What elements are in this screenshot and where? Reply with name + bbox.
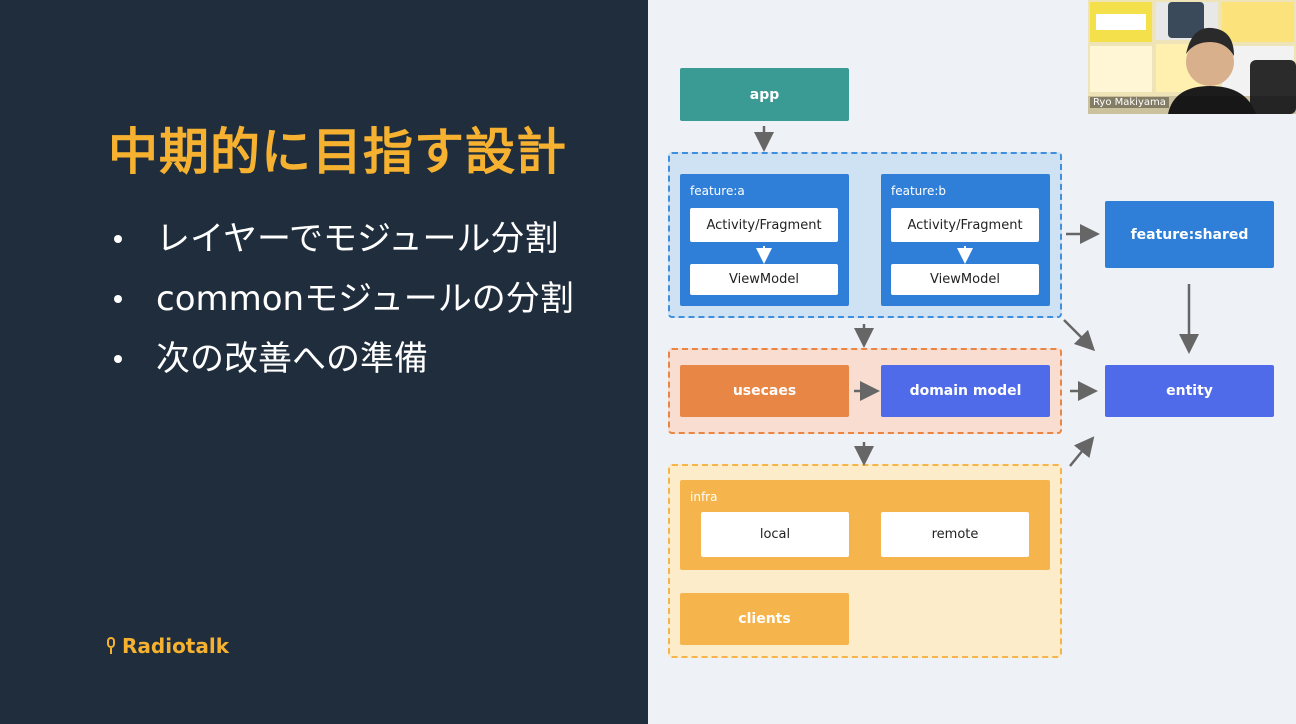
feature-a-activity-fragment: Activity/Fragment	[690, 208, 838, 242]
entity-module: entity	[1105, 365, 1274, 417]
usecase-module: usecaes	[680, 365, 849, 417]
bullet-dot-icon	[114, 295, 122, 303]
brand-logo: Radiotalk	[104, 634, 229, 658]
feature-a-viewmodel: ViewModel	[690, 264, 838, 295]
bullet-dot-icon	[114, 355, 122, 363]
feature-a-label: feature:a	[690, 184, 745, 198]
slide-title: 中期的に目指す設計	[108, 123, 567, 181]
architecture-diagram: app feature:a Activity/Fragment ViewMode…	[648, 0, 1296, 724]
microphone-icon	[104, 635, 118, 657]
arrow-data-to-entity	[1069, 436, 1095, 467]
feature-b-label: feature:b	[891, 184, 946, 198]
bullet-text: 次の改善への準備	[156, 339, 428, 379]
bullet-item: レイヤーでモジュール分割	[112, 212, 574, 272]
app-module: app	[680, 68, 849, 121]
infra-remote: remote	[881, 512, 1029, 557]
feature-b-activity-fragment: Activity/Fragment	[891, 208, 1039, 242]
participant-name: Ryo Makiyama	[1090, 97, 1169, 108]
bullet-dot-icon	[114, 235, 122, 243]
infra-local: local	[701, 512, 849, 557]
bullet-item: commonモジュールの分割	[112, 272, 574, 332]
speaker-video-feed	[1088, 0, 1296, 114]
infra-label: infra	[690, 490, 718, 504]
arrow-features-to-entity	[1063, 319, 1096, 352]
feature-b-viewmodel: ViewModel	[891, 264, 1039, 295]
feature-shared-module: feature:shared	[1105, 201, 1274, 268]
dependency-arrows	[754, 126, 1199, 467]
bullet-list: レイヤーでモジュール分割 commonモジュールの分割 次の改善への準備	[112, 212, 574, 392]
bullet-text: commonモジュールの分割	[156, 279, 574, 319]
brand-name: Radiotalk	[122, 634, 230, 658]
clients-module: clients	[680, 593, 849, 645]
bullet-text: レイヤーでモジュール分割	[156, 219, 559, 259]
bullet-item: 次の改善への準備	[112, 332, 574, 392]
slide-left-panel: 中期的に目指す設計 レイヤーでモジュール分割 commonモジュールの分割 次の…	[104, 123, 574, 658]
webcam-video-tile[interactable]: Ryo Makiyama	[1088, 0, 1296, 114]
domain-model-module: domain model	[881, 365, 1050, 417]
